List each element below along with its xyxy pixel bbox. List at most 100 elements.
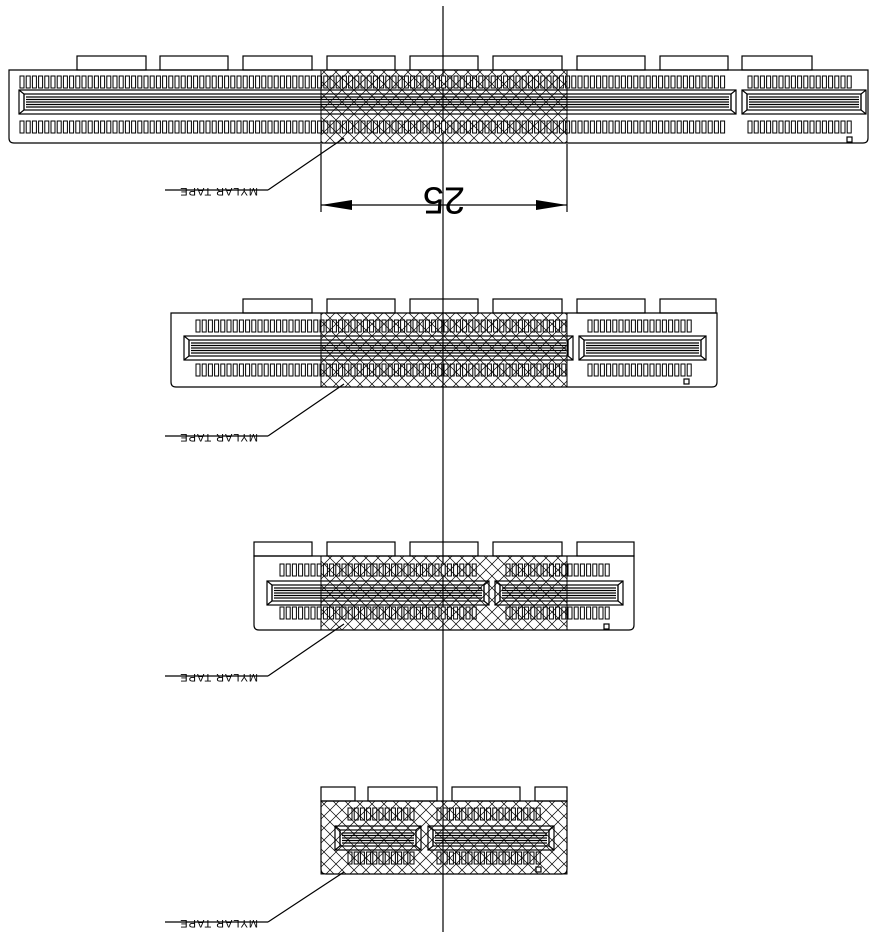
contact-pin: [680, 363, 686, 377]
contact-pin: [649, 363, 655, 377]
contact-pin: [168, 75, 174, 89]
contact-pin: [579, 606, 585, 620]
contact-pin: [784, 75, 790, 89]
callout-4: MYLAR TAPE: [165, 871, 345, 929]
slot-end: [18, 89, 25, 115]
contact-pin: [44, 120, 50, 134]
contact-pin: [261, 120, 267, 134]
slot-end: [617, 580, 624, 606]
contact-pin: [238, 319, 244, 333]
contact-pin: [75, 75, 81, 89]
contact-pin: [602, 120, 608, 134]
contact-pin: [651, 120, 657, 134]
contact-pin: [586, 563, 592, 577]
housing-tab: [159, 55, 229, 71]
contact-pin: [273, 75, 279, 89]
contact-pin: [821, 75, 827, 89]
contact-pin: [294, 363, 300, 377]
contact-pin: [682, 120, 688, 134]
callout-1: MYLAR TAPE: [165, 137, 345, 197]
contact-pin: [633, 75, 639, 89]
mylar-tape-area: [320, 800, 568, 875]
contact-pin: [747, 75, 753, 89]
contact-pin: [686, 363, 692, 377]
contact-pin: [583, 75, 589, 89]
contact-pin: [713, 120, 719, 134]
contact-pin: [612, 319, 618, 333]
contact-pin: [766, 120, 772, 134]
contact-pin: [285, 606, 291, 620]
housing-tab: [492, 541, 563, 557]
contact-pin: [93, 75, 99, 89]
contact-pin: [257, 363, 263, 377]
contact-pin: [251, 319, 257, 333]
contact-pin: [599, 363, 605, 377]
leader-line: [267, 623, 345, 677]
contact-pin: [596, 75, 602, 89]
contact-pin: [624, 319, 630, 333]
contact-pin: [778, 120, 784, 134]
housing-tab: [659, 298, 717, 314]
contact-pin: [583, 120, 589, 134]
contact-pin: [604, 606, 610, 620]
contact-pin: [592, 606, 598, 620]
slot-end: [567, 335, 574, 361]
contact-pin: [815, 75, 821, 89]
contact-pin: [747, 120, 753, 134]
contact-pin: [707, 75, 713, 89]
contact-pin: [586, 606, 592, 620]
contact-pin: [279, 75, 285, 89]
contact-pin: [230, 120, 236, 134]
contact-pin: [589, 75, 595, 89]
contact-pin: [627, 120, 633, 134]
contact-pin: [661, 319, 667, 333]
contact-pin: [137, 120, 143, 134]
contact-pin: [695, 120, 701, 134]
contact-pin: [643, 363, 649, 377]
contact-pin: [784, 120, 790, 134]
connector-housing: [170, 312, 718, 388]
contact-pin: [19, 120, 25, 134]
contact-pin: [573, 606, 579, 620]
contact-pin: [211, 75, 217, 89]
contact-pin: [300, 319, 306, 333]
contact-pin: [25, 75, 31, 89]
contact-pin: [307, 319, 313, 333]
contact-pin: [75, 120, 81, 134]
contact-pin: [606, 319, 612, 333]
callout-2: MYLAR TAPE: [165, 383, 345, 443]
contact-pin: [661, 363, 667, 377]
contact-pin: [269, 319, 275, 333]
contact-pin: [618, 319, 624, 333]
contact-pin: [655, 363, 661, 377]
slot-end: [741, 89, 748, 115]
contact-pin: [174, 75, 180, 89]
housing-tab: [492, 298, 563, 314]
polarization-key: [846, 136, 853, 143]
housing-tab: [576, 298, 646, 314]
contact-pin: [840, 120, 846, 134]
contact-pin: [214, 363, 220, 377]
contact-pin: [207, 319, 213, 333]
contact-pin: [686, 319, 692, 333]
contact-pin: [224, 75, 230, 89]
slot-end: [730, 89, 737, 115]
contact-pin: [630, 363, 636, 377]
housing-tab: [367, 786, 438, 802]
contact-pin: [245, 363, 251, 377]
contact-pin: [828, 75, 834, 89]
contact-pin: [651, 75, 657, 89]
card-slot: [578, 335, 707, 361]
contact-pin: [269, 363, 275, 377]
contact-pin: [627, 75, 633, 89]
card-slot: [741, 89, 867, 115]
contact-pin: [263, 319, 269, 333]
contact-pin: [803, 120, 809, 134]
contact-pin: [217, 120, 223, 134]
contact-pin: [593, 363, 599, 377]
contact-pin: [310, 120, 316, 134]
housing-tab: [242, 55, 313, 71]
contact-pin: [577, 120, 583, 134]
connector-x8: [170, 298, 718, 388]
contact-pin: [195, 363, 201, 377]
